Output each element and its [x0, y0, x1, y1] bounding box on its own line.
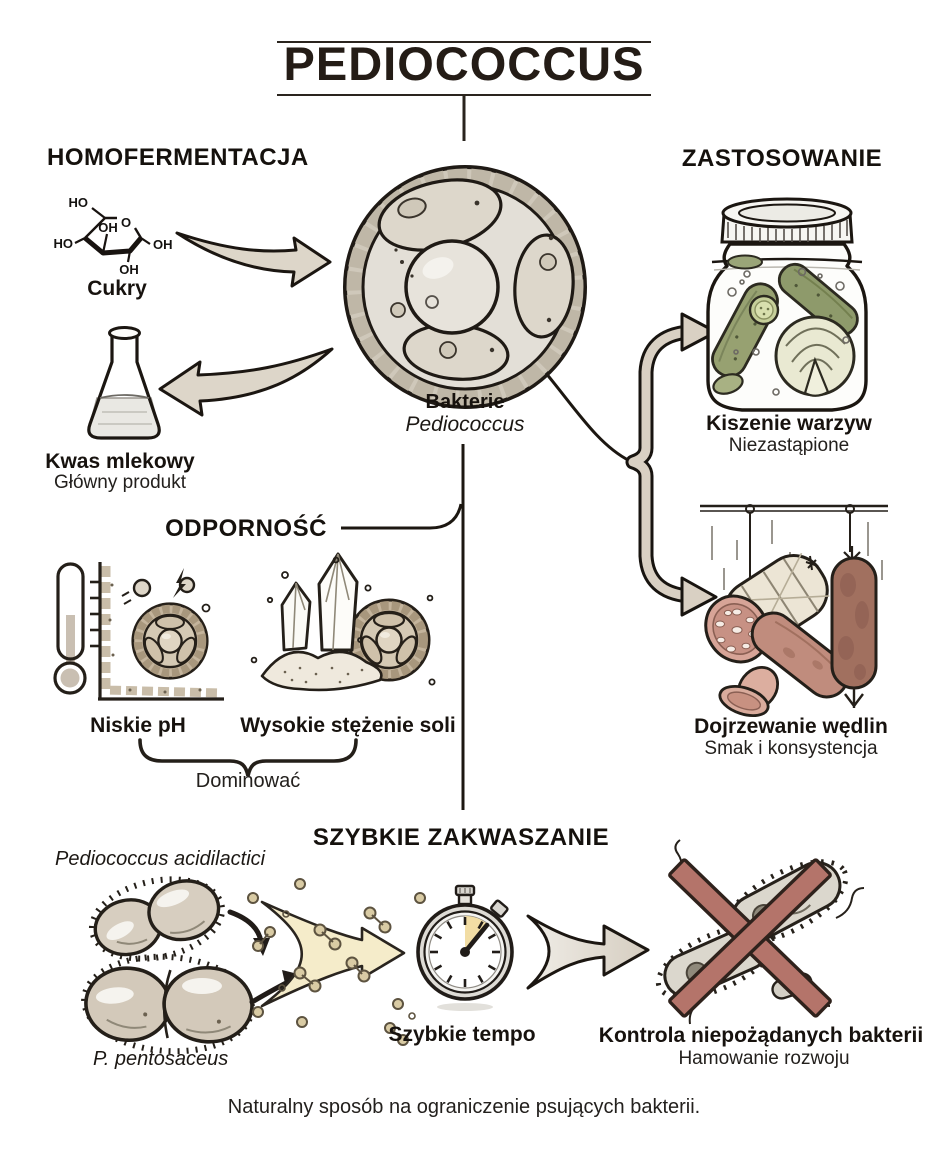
label-p-pentosaceus: P. pentosaceus [93, 1048, 229, 1070]
molecule-label-ho-top: HO [69, 195, 89, 210]
heading-szybkie-zakwaszanie: SZYBKIE ZAKWASZANIE [312, 824, 610, 851]
p-pentosaceus-icon [81, 953, 255, 1055]
label-niskie-ph: Niskie pH [90, 714, 186, 737]
acid-particle-stream [247, 878, 447, 1046]
small-arrow-top [227, 909, 270, 956]
label-wysokie-stezenie-soli: Wysokie stężenie soli [240, 714, 456, 737]
brace-underline [138, 738, 358, 777]
label-dominowac: Dominować [195, 770, 301, 792]
label-pediococcus: Pediococcus [405, 413, 525, 436]
page-title: PEDIOCOCCUS [283, 37, 645, 90]
heading-homofermentacja: HOMOFERMENTACJA [47, 144, 309, 171]
salt-crystals-icon [250, 552, 436, 692]
fork-arrow-to-applications [625, 312, 718, 617]
footer-caption: Naturalny sposób na ograniczenie psujący… [227, 1096, 701, 1118]
label-cukry: Cukry [87, 277, 147, 300]
prohibition-x [668, 858, 832, 1018]
sublabel-hamowanie-rozwoju: Hamowanie rozwoju [678, 1048, 850, 1069]
label-bakterie: Bakterie [425, 391, 505, 413]
arrow-to-control [526, 914, 650, 990]
pediococcus-cell-icon [343, 165, 587, 409]
sublabel-glowny-produkt: Główny produkt [53, 472, 187, 493]
stopwatch-icon [416, 884, 514, 1011]
cured-sausages-icon [700, 504, 888, 717]
molecule-label-ho-left: HO [54, 236, 74, 251]
molecule-label-oh-inner: OH [98, 220, 118, 235]
title-rules [277, 41, 651, 141]
pediococcus-acidilactici-icon [88, 876, 226, 962]
connector-lines [341, 371, 631, 810]
thermometer-icon [53, 562, 100, 695]
pickle-jar-icon [706, 197, 868, 412]
label-kwas-mlekowy: Kwas mlekowy [45, 450, 195, 473]
arrow-sugar-to-bacteria [175, 231, 332, 288]
sublabel-smak-konsystencja: Smak i konsystencja [704, 738, 878, 759]
sublabel-niezastapione: Niezastąpione [728, 435, 850, 456]
molecule-label-oh-bottom: OH [119, 262, 139, 277]
label-kontrola-bakterii: Kontrola niepożądanych bakterii [598, 1024, 924, 1047]
sugar-molecule-icon: HO O OH HO OH OH [54, 195, 173, 277]
label-szybkie-tempo: Szybkie tempo [388, 1023, 536, 1046]
heading-zastosowanie: ZASTOSOWANIE [681, 145, 883, 172]
label-pediococcus-acidilactici: Pediococcus acidilactici [55, 848, 266, 870]
arrow-bacteria-to-flask [158, 347, 334, 417]
crossed-bacteria-icon [655, 839, 865, 1025]
label-kiszenie-warzyw: Kiszenie warzyw [706, 412, 872, 435]
molecule-label-ring-o: O [121, 215, 131, 230]
molecule-label-oh-right: OH [153, 237, 173, 252]
lactic-acid-flask-icon [87, 326, 161, 440]
heading-odpornosc: ODPORNOŚĆ [165, 515, 327, 542]
low-ph-graph-icon [98, 562, 224, 701]
label-dojrzewanie-wedlin: Dojrzewanie wędlin [694, 715, 888, 738]
